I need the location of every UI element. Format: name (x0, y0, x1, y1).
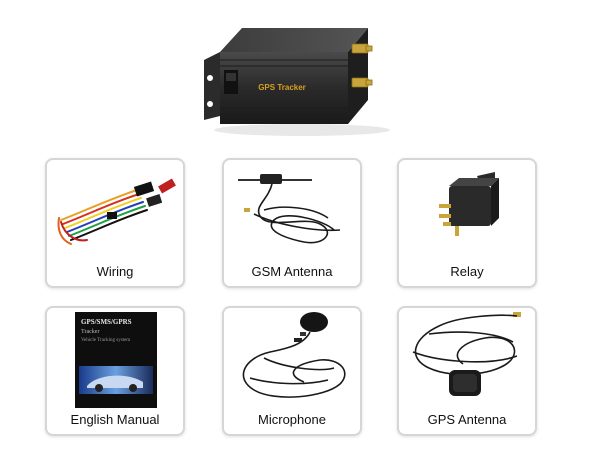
gps-antenna-image (412, 312, 521, 396)
accessory-label: GPS Antenna (427, 412, 507, 427)
relay-image (439, 172, 499, 236)
device-label: GPS Tracker (258, 83, 306, 92)
accessory-label: Microphone (258, 412, 326, 427)
gps-tracker-image: GPS Tracker (204, 28, 390, 136)
accessory-label: GSM Antenna (251, 264, 333, 279)
accessory-label: Relay (450, 264, 484, 279)
gps-tracker-device: GPS Tracker (190, 8, 400, 138)
wiring-harness-image (57, 178, 176, 245)
manual-tagline: Vehicle Tracking system (81, 338, 130, 343)
accessory-card-gsm-antenna: GSM Antenna (222, 158, 362, 288)
accessory-card-gps-antenna: GPS Antenna (397, 306, 537, 436)
accessory-card-microphone: Microphone (222, 306, 362, 436)
accessory-label: English Manual (70, 412, 160, 427)
microphone-image (242, 312, 346, 398)
accessory-label: Wiring (96, 264, 134, 279)
gsm-antenna-image (238, 174, 341, 244)
accessory-card-wiring: Wiring (45, 158, 185, 288)
manual-title: GPS/SMS/GPRS (81, 318, 132, 326)
accessory-card-english-manual: GPS/SMS/GPRS Tracker Vehicle Tracking sy… (45, 306, 185, 436)
manual-cover-image: GPS/SMS/GPRS Tracker Vehicle Tracking sy… (75, 312, 157, 408)
manual-subtitle: Tracker (81, 329, 99, 335)
accessory-card-relay: Relay (397, 158, 537, 288)
